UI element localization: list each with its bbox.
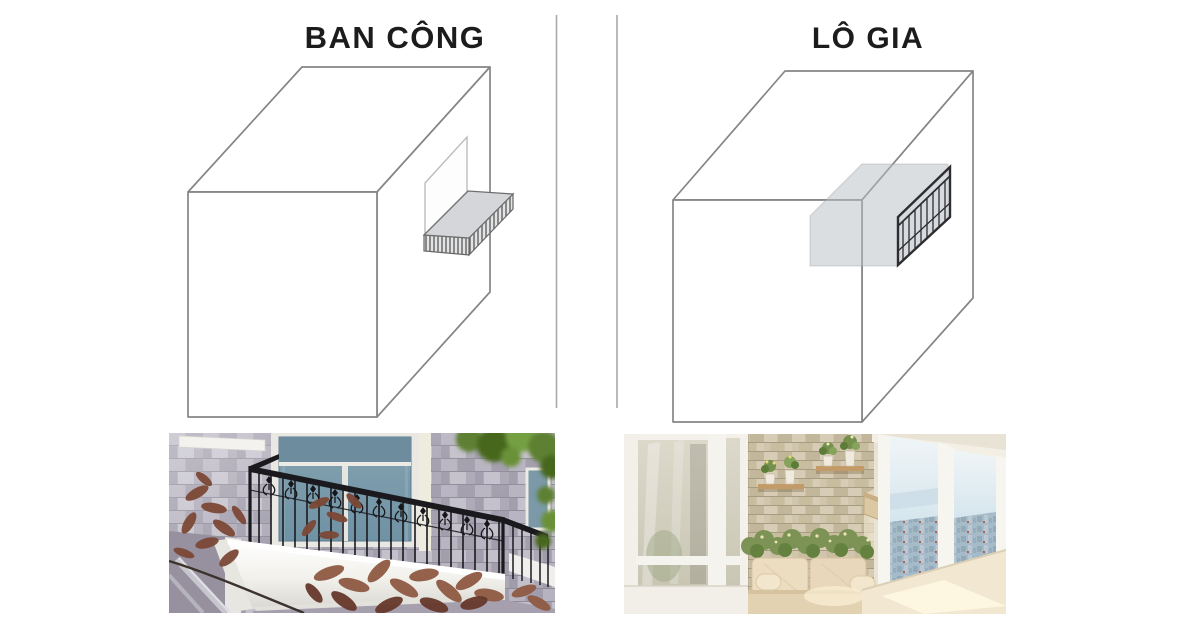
railing-balusters (258, 472, 500, 575)
railing-top-rail (250, 466, 503, 523)
cube-front-face (187, 191, 378, 418)
potted-plant (819, 442, 837, 467)
adjacent-ledge (509, 553, 555, 587)
balcony-slab (422, 190, 515, 257)
railing-left-return (250, 454, 279, 472)
loggia-cube-diagram (672, 70, 974, 423)
balcony-photo (169, 433, 555, 613)
balcony-photo-art (169, 433, 555, 613)
rust-plants (169, 471, 551, 613)
loggia-photo-art (624, 434, 1006, 614)
right-panel-title: LÔ GIA (811, 22, 925, 55)
loggia-railing (896, 164, 952, 268)
iron-railing (248, 454, 549, 587)
balcony-cube-diagram (187, 66, 515, 418)
railing-ornament-bar (249, 489, 504, 542)
railing-right-return (503, 517, 548, 540)
sunlight-patch (882, 580, 1006, 614)
potted-plant (761, 460, 776, 485)
left-windows (624, 434, 748, 614)
railing-balusters (902, 180, 946, 261)
sofa (748, 557, 876, 614)
balcony-slab-top (422, 190, 515, 239)
railing-mid-rail (897, 202, 951, 252)
plant-shelves (758, 435, 864, 492)
wall-ledge (178, 435, 266, 452)
railing-top-rail (897, 175, 951, 227)
potted-plant (784, 455, 799, 485)
left-panel-title: BAN CÔNG (304, 20, 486, 55)
potted-plant (840, 435, 860, 467)
loggia-photo (624, 434, 1006, 614)
green-foliage (456, 433, 555, 549)
right-windows (861, 434, 1006, 614)
plant-row (741, 528, 874, 559)
railing-frame (896, 164, 952, 268)
